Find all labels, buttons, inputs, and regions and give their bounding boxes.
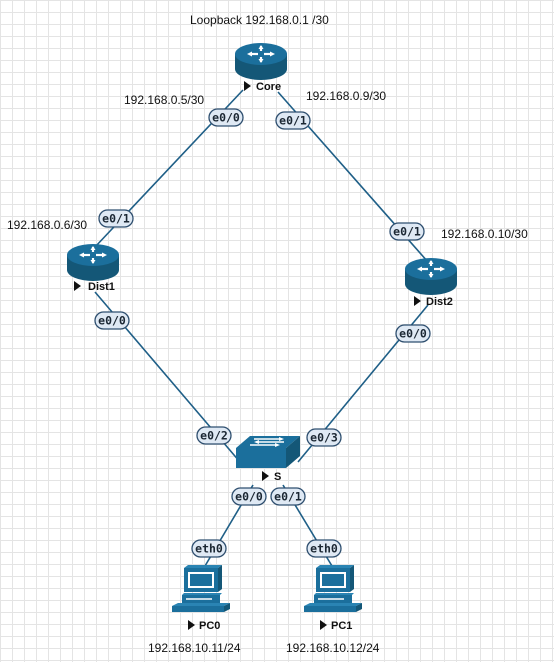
- dist2-router[interactable]: Dist2: [404, 257, 458, 308]
- port-label-switch-e0-2: e0/2: [196, 426, 232, 445]
- port-label-switch-e0-3: e0/3: [306, 428, 342, 447]
- svg-text:eth0: eth0: [310, 542, 338, 556]
- dist1-e0-1-ip-annotation: 192.168.0.6/30: [7, 218, 87, 232]
- svg-text:eth0: eth0: [195, 542, 223, 556]
- core-e0-1-ip-annotation: 192.168.0.9/30: [306, 89, 386, 103]
- svg-text:e0/2: e0/2: [200, 429, 228, 443]
- svg-text:e0/1: e0/1: [102, 212, 130, 226]
- pc1-ip-annotation: 192.168.10.12/24: [286, 641, 380, 655]
- svg-text:e0/0: e0/0: [399, 327, 427, 341]
- pc-icon: [172, 564, 231, 613]
- port-label-dist2-e0-1: e0/1: [389, 222, 425, 241]
- router-icon: [234, 42, 288, 82]
- play-icon: [188, 620, 195, 630]
- dist1-router-label: Dist1: [88, 281, 115, 293]
- router-icon: [66, 243, 120, 283]
- play-icon: [414, 296, 421, 306]
- dist2-e0-1-ip-annotation: 192.168.0.10/30: [441, 227, 528, 241]
- core-e0-0-ip-annotation: 192.168.0.5/30: [124, 93, 204, 107]
- pc-icon: [304, 564, 363, 613]
- svg-text:e0/0: e0/0: [98, 314, 126, 328]
- core-router[interactable]: Core: [234, 42, 288, 93]
- play-icon: [74, 281, 81, 291]
- router-icon: [404, 257, 458, 297]
- play-icon: [244, 81, 251, 91]
- port-label-dist1-e0-1: e0/1: [98, 209, 134, 228]
- loopback-annotation: Loopback 192.168.0.1 /30: [190, 13, 329, 27]
- port-label-switch-e0-1: e0/1: [270, 487, 306, 506]
- pc1-label: PC1: [331, 620, 352, 632]
- svg-text:e0/0: e0/0: [235, 490, 263, 504]
- pc0-ip-annotation: 192.168.10.11/24: [148, 641, 241, 655]
- pc0-label: PC0: [199, 620, 220, 632]
- play-icon: [320, 620, 327, 630]
- switch-s[interactable]: S: [236, 436, 301, 483]
- pc1[interactable]: PC1: [304, 564, 363, 632]
- port-label-core-e0-1: e0/1: [275, 111, 311, 130]
- dist1-router[interactable]: Dist1: [66, 243, 120, 293]
- svg-text:e0/1: e0/1: [393, 225, 421, 239]
- core-router-label: Core: [256, 81, 281, 93]
- pc0[interactable]: PC0: [172, 564, 231, 632]
- svg-text:e0/0: e0/0: [212, 111, 240, 125]
- port-label-core-e0-0: e0/0: [208, 108, 244, 127]
- svg-text:e0/1: e0/1: [279, 114, 307, 128]
- port-label-pc1-eth0: eth0: [306, 539, 342, 558]
- svg-text:e0/1: e0/1: [274, 490, 302, 504]
- port-label-dist1-e0-0: e0/0: [94, 311, 130, 330]
- svg-text:e0/3: e0/3: [310, 431, 338, 445]
- switch-label: S: [274, 471, 281, 483]
- switch-icon: [236, 436, 301, 469]
- port-label-pc0-eth0: eth0: [191, 539, 227, 558]
- dist2-router-label: Dist2: [426, 296, 453, 308]
- port-label-switch-e0-0: e0/0: [231, 487, 267, 506]
- play-icon: [262, 471, 269, 481]
- port-label-dist2-e0-0: e0/0: [395, 324, 431, 343]
